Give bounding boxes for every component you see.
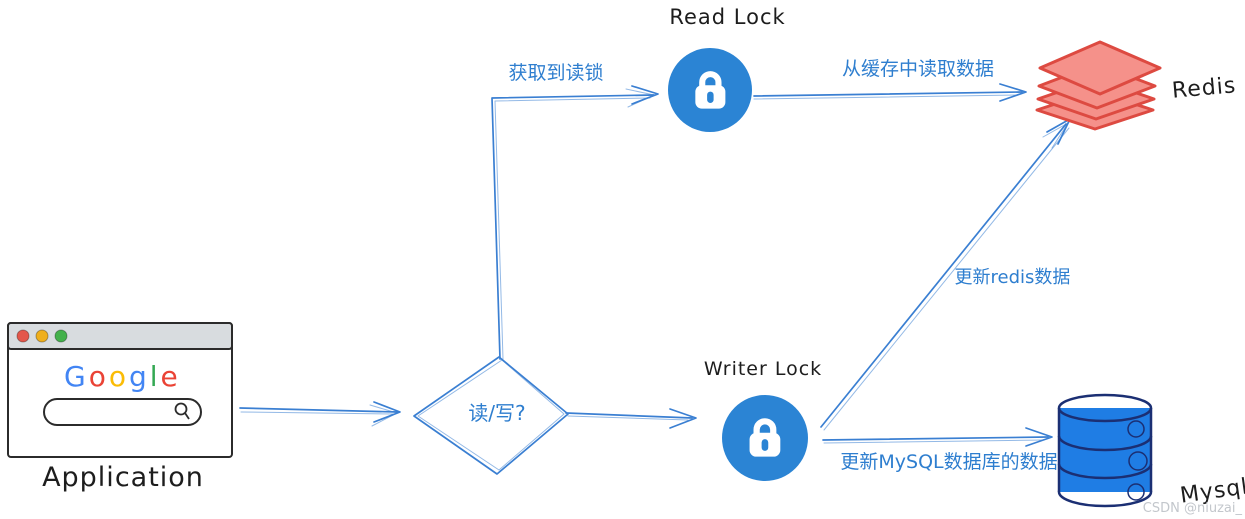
edge-label-read-from-cache: 从缓存中读取数据 xyxy=(841,58,994,80)
magnifier-icon xyxy=(174,402,190,420)
edge-app-to-decision xyxy=(239,401,401,427)
application-label: Application xyxy=(42,462,204,493)
read-lock-node xyxy=(668,48,752,132)
google-letter: e xyxy=(160,360,181,393)
arrowhead-icon xyxy=(373,401,401,423)
database-cylinder-icon xyxy=(1057,393,1153,508)
google-letter: o xyxy=(88,360,109,393)
read-lock-label: Read Lock xyxy=(669,5,786,29)
lock-icon xyxy=(694,70,726,109)
writer-lock-label: Writer Lock xyxy=(703,358,823,380)
decision-diamond xyxy=(413,356,569,475)
writer-lock-node xyxy=(722,395,808,481)
google-logo: Google xyxy=(64,360,181,393)
edge-read-from-cache xyxy=(753,83,1027,102)
edge-update-mysql xyxy=(822,427,1053,447)
traffic-light-red-icon xyxy=(16,329,30,343)
edge-acquire-read-lock xyxy=(491,85,659,360)
google-letter: o xyxy=(108,360,129,393)
lock-icon xyxy=(749,418,781,457)
search-box[interactable] xyxy=(43,398,202,426)
edge-decision-to-writer xyxy=(565,408,697,429)
google-letter: G xyxy=(64,360,89,393)
edge-label-update-redis: 更新redis数据 xyxy=(954,267,1071,288)
edge-label-update-mysql: 更新MySQL数据库的数据 xyxy=(840,451,1058,473)
traffic-light-green-icon xyxy=(54,329,68,343)
watermark: CSDN @niuzai_ xyxy=(1142,501,1242,517)
google-letter: l xyxy=(149,360,161,393)
decision-label: 读/写? xyxy=(468,401,526,425)
edge-label-acquire-read-lock: 获取到读锁 xyxy=(508,62,604,84)
traffic-light-yellow-icon xyxy=(35,329,49,343)
arrowhead-icon xyxy=(999,83,1027,102)
arrowhead-icon xyxy=(1025,427,1053,447)
layers-stack-icon xyxy=(1035,40,1162,131)
browser-window-icon xyxy=(7,322,233,458)
arrowhead-icon xyxy=(669,408,697,429)
google-letter: g xyxy=(128,360,150,393)
